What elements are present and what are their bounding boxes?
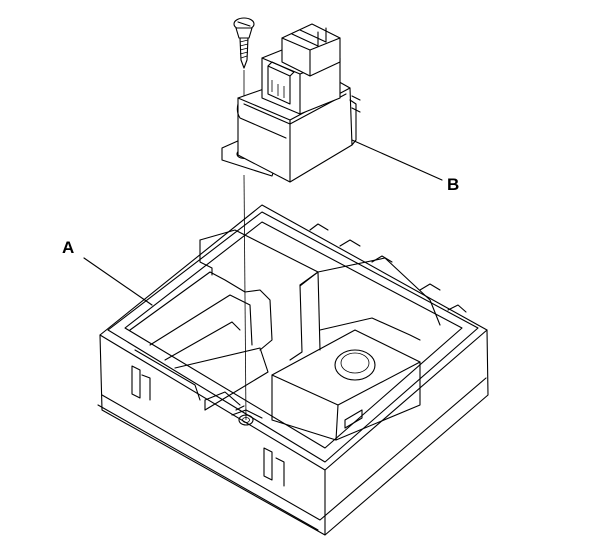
callout-label-a: A	[62, 238, 75, 257]
leader-line-b	[351, 139, 443, 181]
relay-unit	[221, 23, 361, 183]
callout-label-b: B	[447, 175, 460, 194]
screw-alignment-line-lower	[243, 174, 247, 421]
base-housing	[97, 204, 489, 536]
leader-line-a	[83, 257, 153, 306]
screw	[233, 17, 255, 69]
